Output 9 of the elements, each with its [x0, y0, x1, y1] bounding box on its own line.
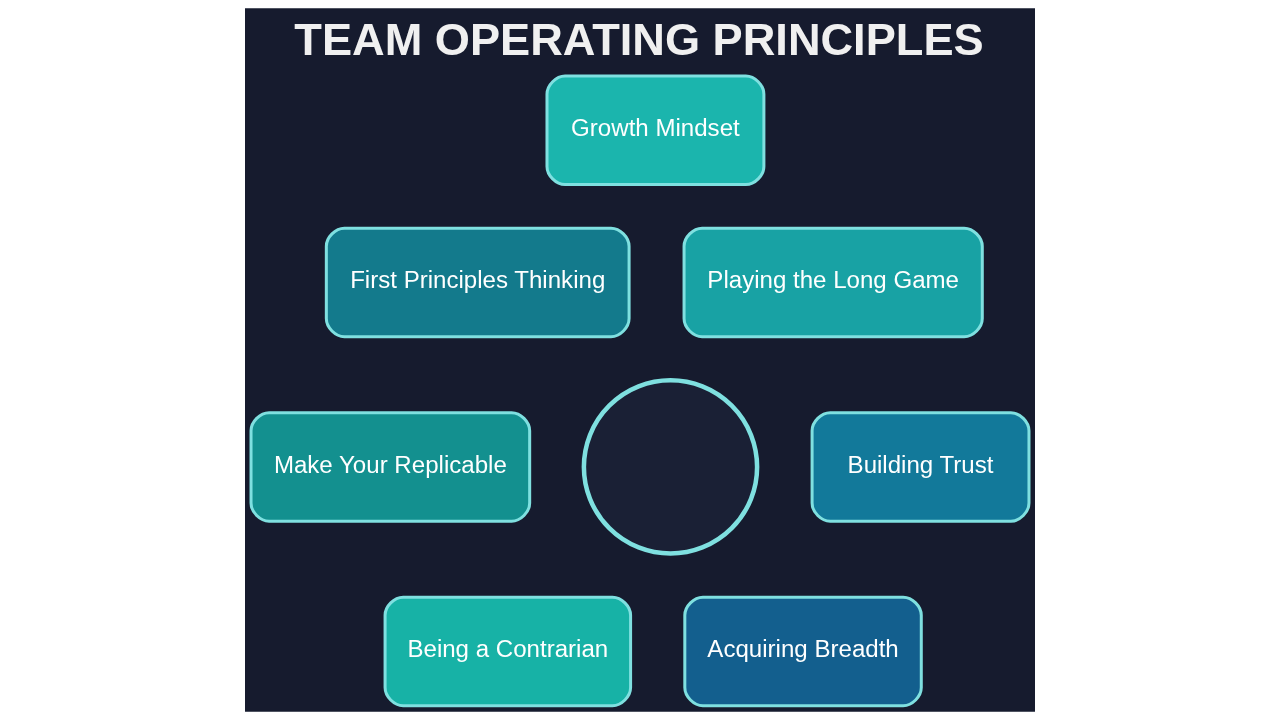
- node-box: Acquiring Breadth: [683, 595, 923, 708]
- node-box: Being a Contrarian: [383, 595, 633, 708]
- node-circle: [581, 378, 760, 556]
- node-box: Playing the Long Game: [682, 226, 984, 339]
- node-box: Make Your Replicable: [249, 411, 532, 523]
- node-box: Growth Mindset: [545, 74, 766, 187]
- diagram-title: TEAM OPERATING PRINCIPLES: [294, 14, 984, 65]
- node-box: First Principles Thinking: [324, 226, 631, 339]
- node-box: Building Trust: [810, 411, 1031, 523]
